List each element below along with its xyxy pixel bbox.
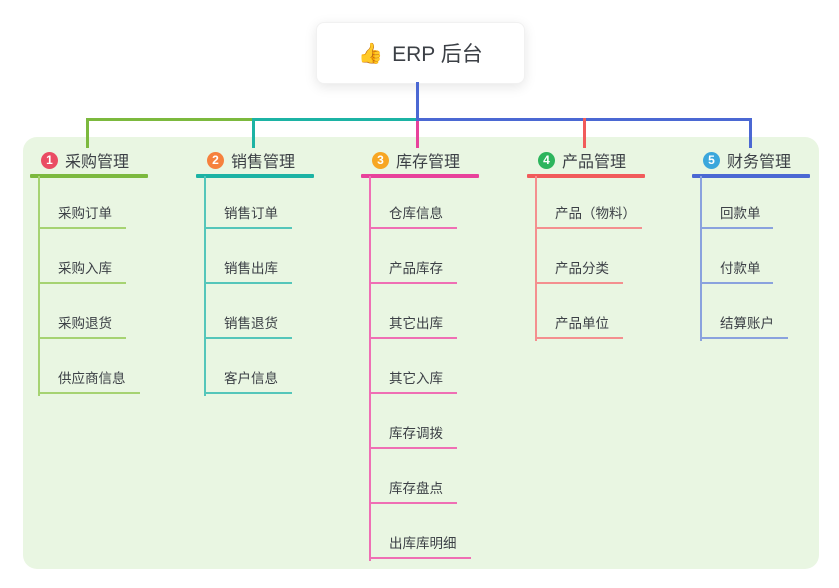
child-label: 产品（物料） [555,206,636,221]
branch-node-purchase-management[interactable]: 1 采购管理 [30,149,148,178]
drop-line-purchase [86,118,89,148]
child-node-sales-outbound[interactable]: 销售出库 [204,260,292,284]
child-label: 仓库信息 [389,206,443,221]
child-label: 库存盘点 [389,481,443,496]
badge-3-icon: 3 [372,151,389,169]
child-node-other-inbound[interactable]: 其它入库 [369,370,457,394]
branch-label: 销售管理 [231,154,296,171]
bus-segment-green [86,118,254,121]
thumbs-up-icon: 👍 [358,42,384,65]
child-label: 销售订单 [224,206,278,221]
child-label: 采购退货 [58,316,112,331]
badge-5-icon: 5 [703,151,720,169]
child-node-product-stock[interactable]: 产品库存 [369,260,457,284]
branch-node-product-management[interactable]: 4 产品管理 [527,149,645,178]
child-label: 采购订单 [58,206,112,221]
child-node-sales-return[interactable]: 销售退货 [204,315,292,339]
branch-node-inventory-management[interactable]: 3 库存管理 [361,149,479,178]
branch-label: 产品管理 [562,154,627,171]
badge-1-icon: 1 [41,151,58,169]
content-panel [23,137,819,569]
child-node-product-material[interactable]: 产品（物料） [535,205,642,229]
branch-underline [196,174,314,178]
branch-node-sales-management[interactable]: 2 销售管理 [196,149,314,178]
branch-label: 财务管理 [727,154,792,171]
branch-label: 采购管理 [65,154,130,171]
drop-line-finance [749,118,752,148]
branch-spine [204,176,206,396]
child-node-warehouse-info[interactable]: 仓库信息 [369,205,457,229]
drop-line-inventory [416,121,419,148]
child-node-receipt-bill[interactable]: 回款单 [700,205,773,229]
branch-underline [527,174,645,178]
child-node-payment-bill[interactable]: 付款单 [700,260,773,284]
child-node-purchase-return[interactable]: 采购退货 [38,315,126,339]
child-label: 销售退货 [224,316,278,331]
child-node-purchase-inbound[interactable]: 采购入库 [38,260,126,284]
child-label: 结算账户 [720,316,774,331]
branch-underline [361,174,479,178]
child-node-sales-order[interactable]: 销售订单 [204,205,292,229]
branch-node-finance-management[interactable]: 5 财务管理 [692,149,810,178]
bus-segment-teal [252,118,418,121]
root-node[interactable]: 👍 ERP 后台 [316,22,525,84]
badge-4-icon: 4 [538,151,555,169]
child-node-product-category[interactable]: 产品分类 [535,260,623,284]
child-label: 客户信息 [224,371,278,386]
child-label: 产品分类 [555,261,609,276]
child-label: 回款单 [720,206,761,221]
child-label: 库存调拨 [389,426,443,441]
branch-underline [692,174,810,178]
branch-underline [30,174,148,178]
child-node-stock-taking[interactable]: 库存盘点 [369,480,457,504]
child-label: 其它出库 [389,316,443,331]
root-title: ERP 后台 [392,43,483,66]
branch-label: 库存管理 [396,154,461,171]
branch-spine [700,176,702,341]
child-node-inout-detail[interactable]: 出库库明细 [369,535,471,559]
branch-spine [369,176,371,561]
branch-spine [535,176,537,341]
child-label: 其它入库 [389,371,443,386]
child-node-product-unit[interactable]: 产品单位 [535,315,623,339]
badge-2-icon: 2 [207,151,224,169]
child-node-settlement-account[interactable]: 结算账户 [700,315,788,339]
child-label: 付款单 [720,261,761,276]
root-connector-line [416,82,419,118]
branch-spine [38,176,40,396]
child-label: 销售出库 [224,261,278,276]
drop-line-product [583,118,586,148]
child-label: 出库库明细 [389,536,457,551]
child-label: 供应商信息 [58,371,126,386]
child-label: 产品库存 [389,261,443,276]
child-node-purchase-order[interactable]: 采购订单 [38,205,126,229]
child-node-other-outbound[interactable]: 其它出库 [369,315,457,339]
drop-line-sales [252,118,255,148]
child-node-supplier-info[interactable]: 供应商信息 [38,370,140,394]
child-label: 采购入库 [58,261,112,276]
child-label: 产品单位 [555,316,609,331]
child-node-stock-transfer[interactable]: 库存调拨 [369,425,457,449]
child-node-customer-info[interactable]: 客户信息 [204,370,292,394]
